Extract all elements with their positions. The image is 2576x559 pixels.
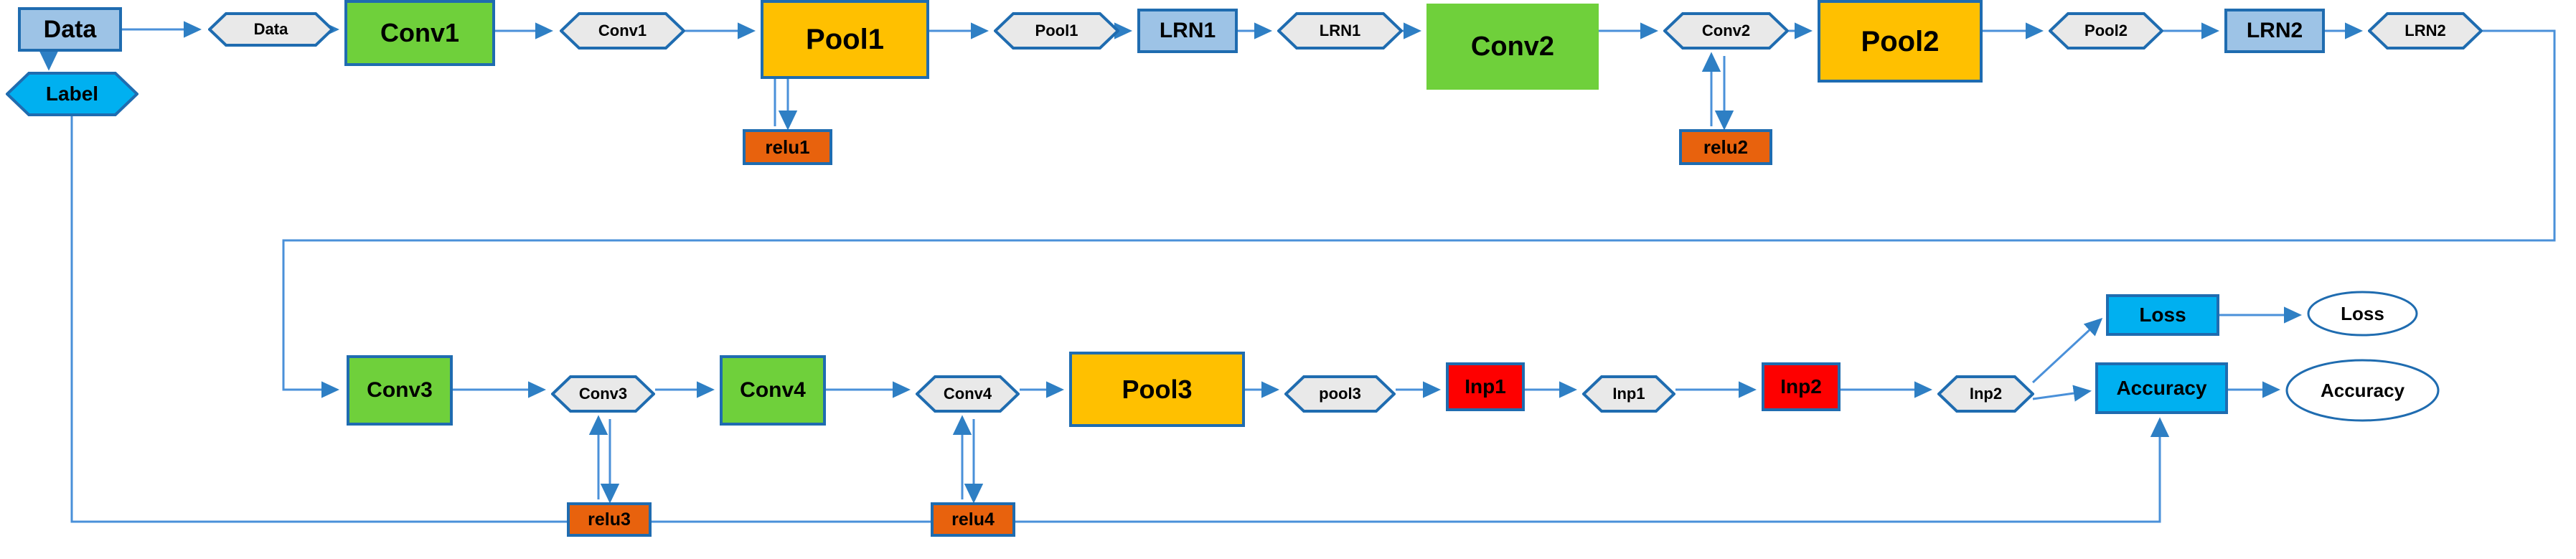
node-label: Inp1 (1612, 385, 1645, 403)
node-conv3-blob[interactable]: Conv3 (551, 375, 655, 413)
node-lrn1-layer[interactable]: LRN1 (1137, 9, 1238, 53)
node-loss-layer[interactable]: Loss (2106, 294, 2219, 336)
node-pool3-blob[interactable]: pool3 (1284, 375, 1396, 413)
node-label: Data (43, 16, 97, 43)
node-label: Data (253, 20, 288, 38)
node-label: Conv2 (1701, 22, 1751, 39)
node-label: Label (45, 83, 99, 105)
node-accuracy-layer[interactable]: Accuracy (2095, 362, 2228, 414)
node-label: relu2 (1703, 136, 1749, 158)
node-conv1-layer[interactable]: Conv1 (344, 0, 495, 66)
node-loss-blob[interactable]: Loss (2307, 291, 2418, 337)
node-label: pool3 (1319, 385, 1361, 403)
node-label: Accuracy (2116, 377, 2207, 399)
node-conv4-layer[interactable]: Conv4 (720, 355, 826, 426)
node-conv2-blob[interactable]: Conv2 (1663, 12, 1789, 50)
node-label: Loss (2139, 304, 2186, 326)
node-label: LRN2 (2246, 19, 2303, 42)
node-label: Pool2 (2084, 22, 2128, 39)
node-inp1-layer[interactable]: Inp1 (1446, 362, 1525, 411)
node-label: Conv2 (1470, 32, 1555, 62)
node-pool1-layer[interactable]: Pool1 (761, 0, 929, 79)
node-label: relu3 (588, 509, 631, 530)
node-pool2-layer[interactable]: Pool2 (1818, 0, 1983, 83)
node-pool3-layer[interactable]: Pool3 (1069, 352, 1245, 427)
node-lrn2-layer[interactable]: LRN2 (2224, 9, 2325, 53)
node-inp2-layer[interactable]: Inp2 (1762, 362, 1841, 411)
node-data-layer[interactable]: Data (18, 7, 122, 52)
node-conv3-layer[interactable]: Conv3 (347, 355, 453, 426)
node-label: Inp1 (1465, 375, 1506, 398)
node-label: Conv4 (740, 378, 806, 402)
node-label: LRN2 (2405, 22, 2446, 39)
node-relu4-layer[interactable]: relu4 (931, 502, 1015, 537)
node-label: Pool3 (1122, 374, 1193, 404)
node-label: Pool1 (1035, 22, 1078, 39)
node-lrn2-blob[interactable]: LRN2 (2368, 12, 2483, 50)
node-pool2-blob[interactable]: Pool2 (2049, 12, 2163, 50)
node-inp1-blob[interactable]: Inp1 (1582, 375, 1675, 413)
node-conv1-blob[interactable]: Conv1 (560, 12, 685, 50)
node-relu1-layer[interactable]: relu1 (743, 129, 832, 165)
node-label: LRN1 (1319, 22, 1361, 39)
node-label: Conv4 (943, 385, 992, 403)
node-conv4-blob[interactable]: Conv4 (916, 375, 1020, 413)
node-label: Loss (2341, 302, 2384, 324)
node-label: relu4 (951, 509, 995, 530)
node-label: Conv1 (380, 18, 460, 47)
node-label: Conv3 (367, 378, 433, 402)
node-lrn1-blob[interactable]: LRN1 (1277, 12, 1403, 50)
node-label-layer[interactable]: Label (6, 72, 138, 116)
node-label: Conv3 (578, 385, 628, 403)
node-label: relu1 (765, 136, 810, 158)
node-relu3-layer[interactable]: relu3 (567, 502, 652, 537)
node-pool1-blob[interactable]: Pool1 (994, 12, 1119, 50)
node-label: Accuracy (2320, 379, 2405, 401)
node-label: Inp2 (1780, 375, 1822, 398)
node-label: Pool1 (806, 24, 884, 55)
node-conv2-layer[interactable]: Conv2 (1426, 4, 1599, 90)
node-label: Pool2 (1861, 25, 1940, 57)
node-data-blob[interactable]: Data (208, 12, 334, 47)
node-label: Inp2 (1969, 385, 2003, 403)
node-label: LRN1 (1159, 19, 1216, 42)
node-accuracy-blob[interactable]: Accuracy (2285, 359, 2440, 422)
node-inp2-blob[interactable]: Inp2 (1937, 375, 2034, 413)
node-relu2-layer[interactable]: relu2 (1679, 129, 1772, 165)
node-label: Conv1 (598, 22, 647, 39)
